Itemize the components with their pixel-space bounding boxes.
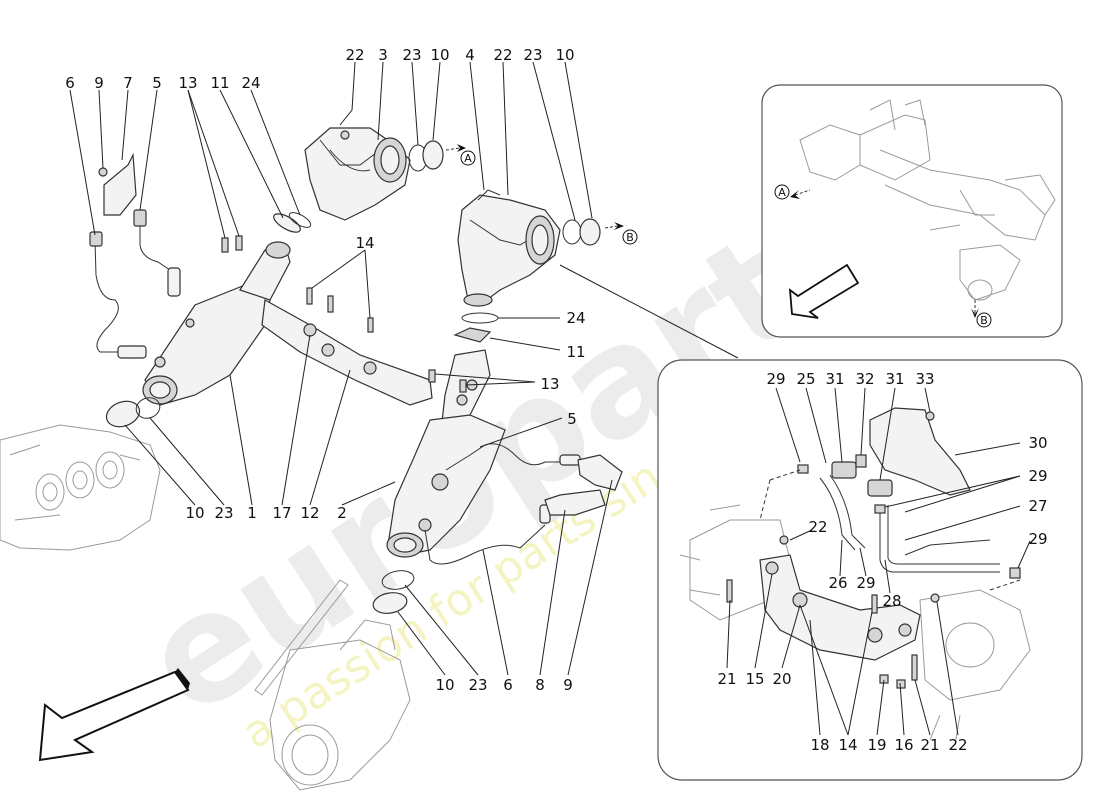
- callout-label: 24: [566, 309, 585, 327]
- callout-label: 23: [523, 46, 542, 64]
- callout-label: 21: [920, 736, 939, 754]
- callout-label: 17: [272, 504, 291, 522]
- callout-label: 21: [717, 670, 736, 688]
- callout-label: 16: [894, 736, 913, 754]
- callout-label: 29: [856, 574, 875, 592]
- oxygen-sensor-6-left: [89, 231, 147, 359]
- callout-label: 1: [247, 504, 257, 522]
- flow-marker-a-inset: A: [778, 186, 786, 199]
- callout-label: 6: [65, 74, 75, 92]
- callout-label: 15: [745, 670, 764, 688]
- bracket-8: [544, 489, 606, 516]
- leader-lines-inset: [726, 387, 1031, 736]
- callout-label: 22: [808, 518, 827, 536]
- callout-label: 11: [566, 343, 585, 361]
- callout-label: 10: [555, 46, 574, 64]
- oxygen-sensor-5-left: [133, 209, 181, 297]
- callouts-center: 14 24 11 13 5: [355, 234, 585, 428]
- callout-label: 2: [337, 504, 347, 522]
- callout-label: 11: [210, 74, 229, 92]
- callouts-inset-right: 30 29 27 29: [1028, 434, 1047, 548]
- callout-label: 10: [435, 676, 454, 694]
- bracket-7: [98, 152, 137, 216]
- leader-lines-main: [69, 61, 739, 676]
- callout-label: 13: [540, 375, 559, 393]
- callout-label: 22: [948, 736, 967, 754]
- callouts-left-bottom: 10 23 1 17 12 2: [185, 504, 346, 522]
- clamp-10-ring-23-left: [105, 397, 161, 428]
- callout-label: 24: [241, 74, 260, 92]
- callouts-inset-mid: 22 26 29 28: [808, 518, 901, 610]
- callout-label: 18: [810, 736, 829, 754]
- turbo-housing-3: [304, 127, 411, 221]
- callout-label: 5: [152, 74, 162, 92]
- bolts-13-center: [428, 369, 467, 393]
- callout-label: 22: [493, 46, 512, 64]
- callout-label: 6: [503, 676, 513, 694]
- bolts-13-left: [221, 235, 243, 253]
- callout-label: 30: [1028, 434, 1047, 452]
- inset-overview-panel: A B: [761, 84, 1063, 338]
- flow-marker-b-inset: B: [980, 314, 988, 327]
- engine-head-left: [0, 424, 161, 551]
- callout-label: 22: [345, 46, 364, 64]
- callout-label: 29: [1028, 467, 1047, 485]
- bolts-14: [306, 287, 374, 333]
- callout-label: 23: [402, 46, 421, 64]
- callout-label: 14: [838, 736, 857, 754]
- callout-label: 5: [567, 410, 577, 428]
- callout-label: 23: [214, 504, 233, 522]
- callout-label: 9: [563, 676, 573, 694]
- callouts-inset-bottom: 21 15 20 18 14 19 16 21 22: [717, 670, 967, 754]
- callout-label: 20: [772, 670, 791, 688]
- bracket-9: [577, 454, 623, 491]
- callout-label: 31: [885, 370, 904, 388]
- catalytic-converter-2: [386, 349, 506, 558]
- catalytic-converter-1: [142, 241, 433, 406]
- callout-label: 10: [185, 504, 204, 522]
- turbo-housing-4: [457, 189, 561, 307]
- direction-arrow-large: [38, 668, 190, 762]
- callout-label: 9: [94, 74, 104, 92]
- callouts-main-top: 22 3 23 10 4 22 23 10: [345, 46, 574, 64]
- callout-label: 8: [535, 676, 545, 694]
- callouts-left-top: 6 9 7 5 13 11 24: [65, 74, 260, 92]
- flow-arrow-a-top: A: [445, 144, 476, 166]
- callout-label: 3: [378, 46, 388, 64]
- flow-marker-b-main: B: [626, 231, 634, 244]
- callout-label: 14: [355, 234, 374, 252]
- callout-label: 31: [825, 370, 844, 388]
- oxygen-sensor-5-center: [445, 443, 581, 471]
- gasket-24-11-center: [453, 312, 499, 343]
- clamp-rings-23-10-center: [562, 218, 601, 246]
- flow-arrow-b-center: B: [604, 222, 638, 245]
- callout-label: 29: [1028, 530, 1047, 548]
- callout-label: 10: [430, 46, 449, 64]
- callout-label: 27: [1028, 497, 1047, 515]
- callouts-lower: 10 23 6 8 9: [435, 676, 572, 694]
- callout-label: 13: [178, 74, 197, 92]
- callout-label: 33: [915, 370, 934, 388]
- callout-label: 25: [796, 370, 815, 388]
- callout-label: 28: [882, 592, 901, 610]
- callout-label: 19: [867, 736, 886, 754]
- inset-detail-panel: [657, 359, 1083, 781]
- callout-label: 7: [123, 74, 133, 92]
- flow-marker-a-main: A: [464, 152, 472, 165]
- clamp-rings-23-10-top: [408, 140, 444, 172]
- ring-23-clamp-10-lower: [372, 570, 415, 614]
- callouts-inset-top: 29 25 31 32 31 33: [766, 370, 934, 388]
- callout-label: 32: [855, 370, 874, 388]
- callout-label: 12: [300, 504, 319, 522]
- callout-label: 29: [766, 370, 785, 388]
- engine-lower-ghost: [254, 579, 411, 791]
- callout-label: 23: [468, 676, 487, 694]
- gasket-11-24-left: [273, 212, 312, 233]
- callout-label: 26: [828, 574, 847, 592]
- callout-label: 4: [465, 46, 475, 64]
